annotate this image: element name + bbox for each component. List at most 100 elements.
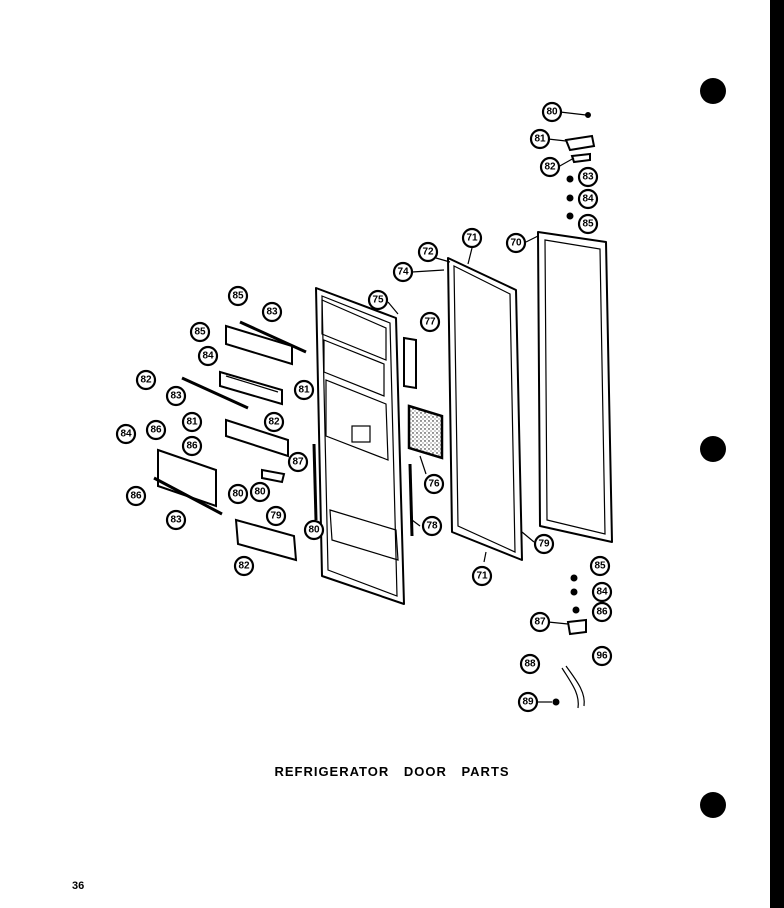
svg-text:70: 70 (510, 238, 522, 249)
callout-80: 80 (541, 101, 563, 123)
svg-text:83: 83 (266, 307, 278, 318)
svg-text:72: 72 (422, 247, 434, 258)
callout-83c: 83 (165, 509, 187, 531)
svg-text:85: 85 (232, 291, 244, 302)
svg-text:77: 77 (424, 317, 436, 328)
callout-86d: 86 (591, 601, 613, 623)
callout-82: 82 (539, 156, 561, 178)
svg-text:80: 80 (308, 525, 320, 536)
svg-text:84: 84 (596, 587, 608, 598)
callout-78: 78 (421, 515, 443, 537)
callout-84c: 84 (591, 581, 613, 603)
svg-text:71: 71 (476, 571, 488, 582)
page-edge-shadow (770, 0, 784, 908)
door-panel-71 (447, 257, 523, 561)
binder-hole-top (700, 78, 726, 104)
callout-72: 72 (417, 241, 439, 263)
svg-text:87: 87 (534, 617, 546, 628)
callout-83b: 83 (165, 385, 187, 407)
hinge-rod (312, 443, 318, 521)
svg-text:82: 82 (140, 375, 152, 386)
svg-text:89: 89 (522, 697, 534, 708)
svg-text:83: 83 (582, 172, 594, 183)
shelf-bar-83-top (239, 320, 307, 354)
diagram-title: REFRIGERATOR DOOR PARTS (274, 764, 510, 779)
callout-87a: 87 (287, 451, 309, 473)
callout-71b: 71 (471, 565, 493, 587)
svg-text:79: 79 (270, 511, 282, 522)
callout-85a: 85 (227, 285, 249, 307)
callout-80a: 80 (227, 483, 249, 505)
callout-82c: 82 (233, 555, 255, 577)
callout-79b: 79 (533, 533, 555, 555)
callout-81: 81 (529, 128, 551, 150)
svg-text:78: 78 (426, 521, 438, 532)
callout-88: 88 (519, 653, 541, 675)
door-gasket-70 (537, 231, 613, 543)
callout-85c: 85 (589, 555, 611, 577)
svg-text:84: 84 (582, 194, 594, 205)
callout-76: 76 (423, 473, 445, 495)
callout-75: 75 (367, 289, 389, 311)
svg-text:85: 85 (194, 327, 206, 338)
callout-80b: 80 (249, 481, 271, 503)
callout-86c: 86 (125, 485, 147, 507)
trim-strip-77 (403, 336, 417, 390)
trim-strip-78 (408, 463, 414, 537)
callout-83: 83 (577, 166, 599, 188)
callout-86a: 86 (145, 419, 167, 441)
small-bracket-87 (261, 468, 286, 484)
svg-text:96: 96 (596, 651, 608, 662)
svg-text:75: 75 (372, 295, 384, 306)
svg-text:74: 74 (397, 267, 409, 278)
callout-87b: 87 (529, 611, 551, 633)
egg-tray-84 (219, 370, 283, 406)
shelf-bar-83-low (153, 476, 223, 516)
svg-text:84: 84 (202, 351, 214, 362)
svg-text:86: 86 (130, 491, 142, 502)
shelf-82-mid (225, 418, 289, 458)
callout-82a: 82 (135, 369, 157, 391)
svg-text:82: 82 (268, 417, 280, 428)
leader-lines (387, 111, 587, 703)
svg-text:82: 82 (544, 162, 556, 173)
svg-text:86: 86 (150, 425, 162, 436)
shelf-86-low (157, 448, 217, 508)
svg-text:80: 80 (232, 489, 244, 500)
door-liner-75 (315, 287, 405, 605)
svg-text:86: 86 (186, 441, 198, 452)
callout-85: 85 (577, 213, 599, 235)
callout-71: 71 (461, 227, 483, 249)
shelf-bar-83-mid (181, 376, 249, 410)
svg-text:84: 84 (120, 429, 132, 440)
shelf-85-top (225, 324, 293, 366)
svg-text:81: 81 (534, 134, 546, 145)
svg-text:88: 88 (524, 659, 536, 670)
callout-84a: 84 (197, 345, 219, 367)
callout-84: 84 (577, 188, 599, 210)
callout-81b: 81 (181, 411, 203, 433)
shelf-82-bottom (234, 518, 298, 562)
svg-text:81: 81 (298, 385, 310, 396)
callout-74: 74 (392, 261, 414, 283)
svg-text:80: 80 (546, 107, 558, 118)
callout-81a: 81 (293, 379, 315, 401)
binder-hole-bottom (700, 792, 726, 818)
callout-96: 96 (591, 645, 613, 667)
callout-89: 89 (517, 691, 539, 713)
callout-85b: 85 (189, 321, 211, 343)
callout-82b: 82 (263, 411, 285, 433)
svg-text:83: 83 (170, 391, 182, 402)
callout-86b: 86 (181, 435, 203, 457)
svg-text:86: 86 (596, 607, 608, 618)
callout-79a: 79 (265, 505, 287, 527)
callout-70: 70 (505, 232, 527, 254)
hinge-hardware-top (564, 112, 596, 220)
callout-77: 77 (419, 311, 441, 333)
svg-text:83: 83 (170, 515, 182, 526)
binder-hole-middle (700, 436, 726, 462)
svg-text:82: 82 (238, 561, 250, 572)
svg-text:80: 80 (254, 487, 266, 498)
vent-screen-76 (407, 404, 444, 460)
